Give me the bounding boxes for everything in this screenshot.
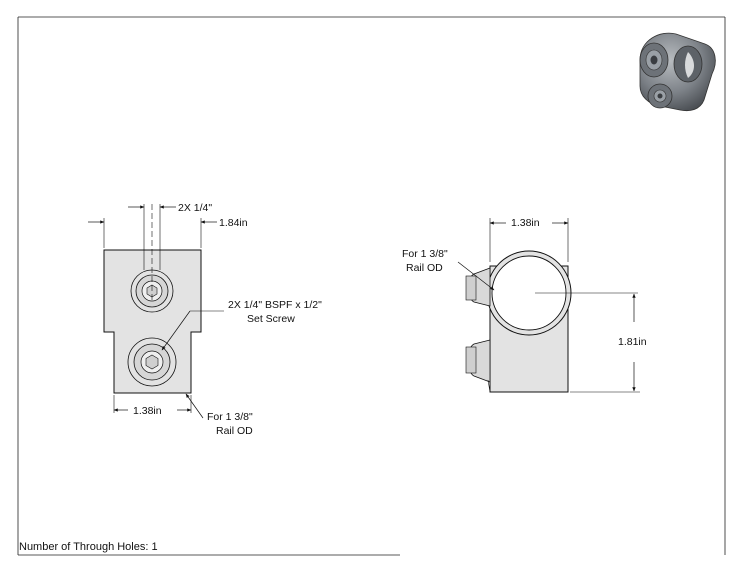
screw-note-line2: Set Screw bbox=[247, 313, 295, 325]
side-top-dim-label: 1.38in bbox=[511, 217, 540, 229]
front-view: 2X 1/4" 1.84in 2X 1/4" BSPF x 1/2" Set S… bbox=[88, 202, 322, 437]
screw-note-line1: 2X 1/4" BSPF x 1/2" bbox=[228, 299, 322, 311]
front-top-dim-label: 2X 1/4" bbox=[178, 202, 212, 214]
front-rail-note-line1: For 1 3/8" bbox=[207, 411, 253, 423]
sheet-border bbox=[17, 16, 726, 556]
through-holes-note: Number of Through Holes: 1 bbox=[19, 541, 158, 553]
tee-fitting-render-icon bbox=[639, 32, 716, 112]
side-rail-note-line2: Rail OD bbox=[406, 262, 443, 274]
front-rail-note-line2: Rail OD bbox=[216, 425, 253, 437]
side-view: 1.38in For 1 3/8" Rail OD 1.81in bbox=[402, 217, 647, 393]
front-bottom-dim-label: 1.38in bbox=[133, 405, 162, 417]
side-height-dim-label: 1.81in bbox=[618, 336, 647, 348]
set-screw-bottom bbox=[127, 337, 177, 387]
side-rail-note-line1: For 1 3/8" bbox=[402, 248, 448, 260]
front-right-dim-label: 1.84in bbox=[219, 217, 248, 229]
